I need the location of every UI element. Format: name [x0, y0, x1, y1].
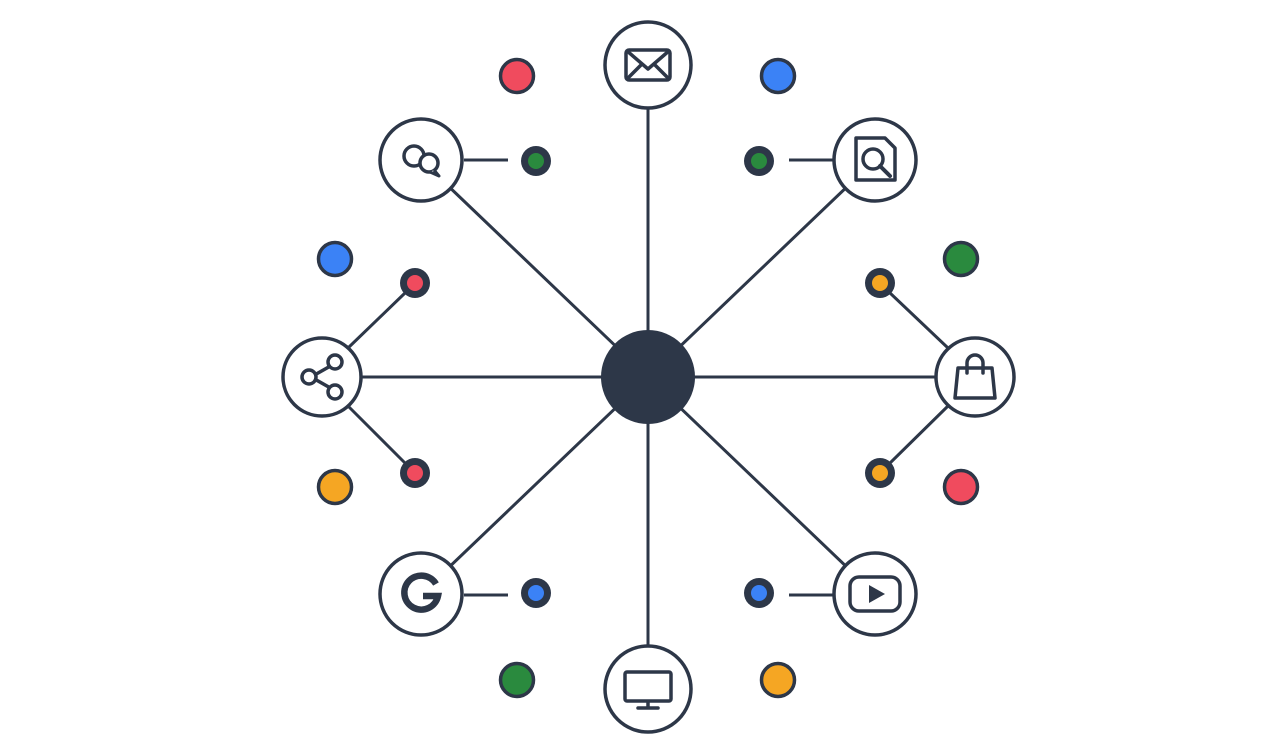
connector-node-google [464, 578, 551, 608]
connector-node-video [744, 578, 834, 608]
decor-dot-green [498, 661, 536, 699]
node-display [603, 644, 693, 734]
decor-dot-red [498, 57, 536, 95]
spoke-line-video [646, 375, 877, 596]
youtube-play-icon [848, 575, 902, 613]
node-google [378, 551, 464, 637]
google-g-icon [401, 572, 442, 613]
connector-node-chat [464, 146, 551, 176]
share-icon [300, 353, 344, 401]
node-chat [378, 117, 464, 203]
decor-dot-red [942, 468, 980, 506]
connector-layer [346, 146, 950, 608]
monitor-icon [623, 670, 673, 710]
search-document-icon [854, 136, 897, 182]
shopping-bag-icon [953, 353, 997, 400]
decor-dots [316, 57, 980, 699]
node-search [832, 117, 918, 203]
connector-node-shopping [865, 404, 950, 488]
spoke-line-search [646, 158, 877, 379]
connector-node-share [346, 268, 430, 350]
decor-dot-yellow [316, 468, 354, 506]
decor-dot-green [942, 240, 980, 278]
node-share [281, 336, 363, 418]
connector-node-share [346, 404, 430, 488]
chat-bubbles-icon [402, 144, 441, 178]
node-video [832, 551, 918, 637]
connector-node-shopping [865, 268, 950, 350]
decor-dot-blue [759, 57, 797, 95]
connector-node-search [744, 146, 834, 176]
decor-dot-yellow [759, 661, 797, 699]
envelope-icon [624, 48, 672, 82]
spoke-lines [322, 65, 975, 689]
spoke-line-google [419, 375, 650, 596]
node-mail [603, 20, 693, 110]
spoke-line-chat [419, 158, 650, 379]
central-hub [601, 330, 695, 424]
spoke-nodes [281, 20, 1016, 734]
decor-dot-blue [316, 240, 354, 278]
node-shopping [934, 336, 1016, 418]
